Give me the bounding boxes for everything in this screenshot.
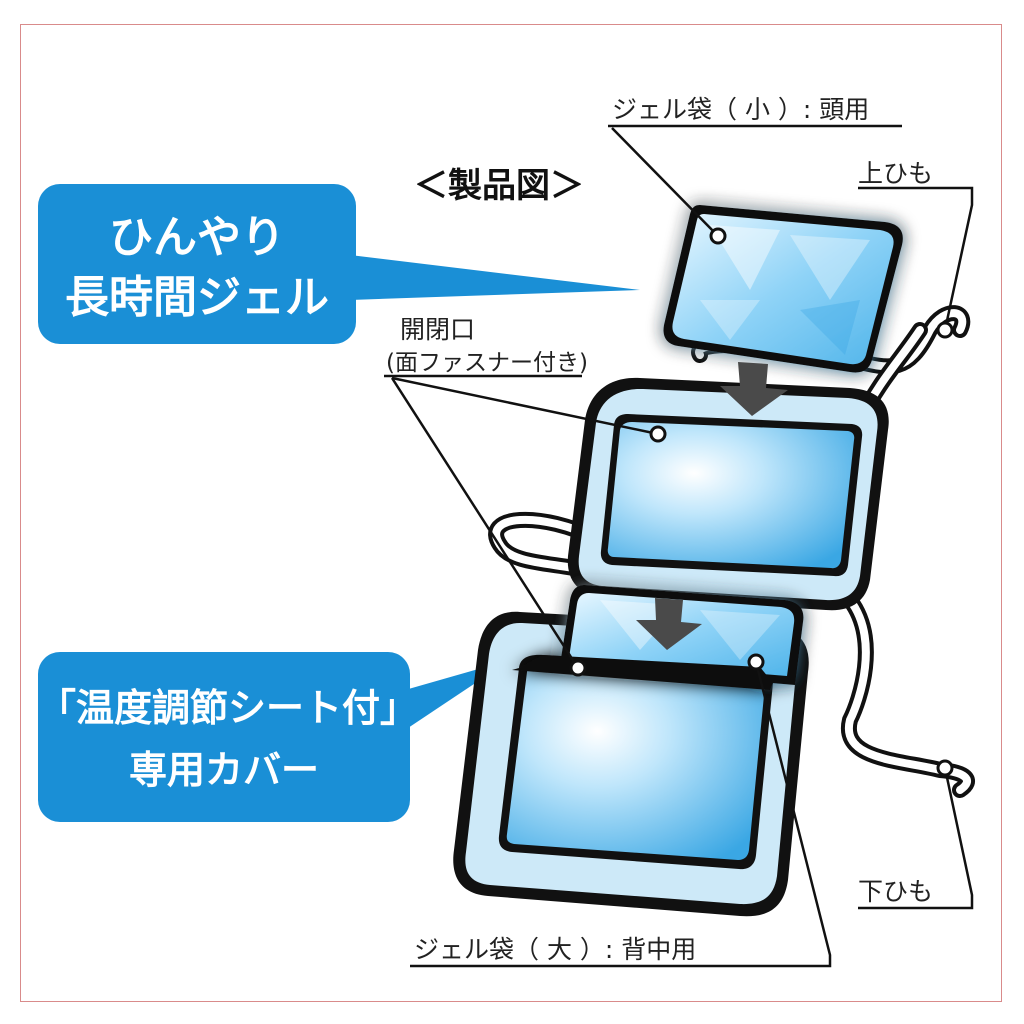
- upper-cover: [567, 377, 889, 611]
- gel-callout-bubble: [38, 184, 640, 344]
- lower-cover: [453, 611, 809, 917]
- label-upper-string: 上ひも: [858, 159, 934, 188]
- small-gel-pack: [663, 205, 903, 373]
- leader-dots: [569, 227, 954, 777]
- cover-callout-bubble: [38, 652, 510, 822]
- down-arrow-icon: [636, 362, 788, 650]
- label-lower-string: 下ひも: [858, 877, 934, 906]
- product-diagram-title: ＜製品図＞: [414, 166, 584, 206]
- label-gel-large: ジェル袋（ 大 ）: 背中用: [414, 935, 697, 964]
- gel-callout-line1: ひんやり: [109, 212, 285, 263]
- cover-callout-line1: 「温度調節シート付」: [38, 686, 419, 730]
- label-opening: 開閉口: [400, 315, 476, 344]
- label-gel-small: ジェル袋（ 小 ）: 頭用: [612, 95, 870, 124]
- image-frame: [20, 24, 1002, 1002]
- leader-lines: [384, 124, 974, 968]
- label-opening-note: (面ファスナー付き): [386, 350, 588, 376]
- gel-callout-line2: 長時間ジェル: [65, 272, 329, 323]
- cover-callout-line2: 専用カバー: [128, 748, 319, 792]
